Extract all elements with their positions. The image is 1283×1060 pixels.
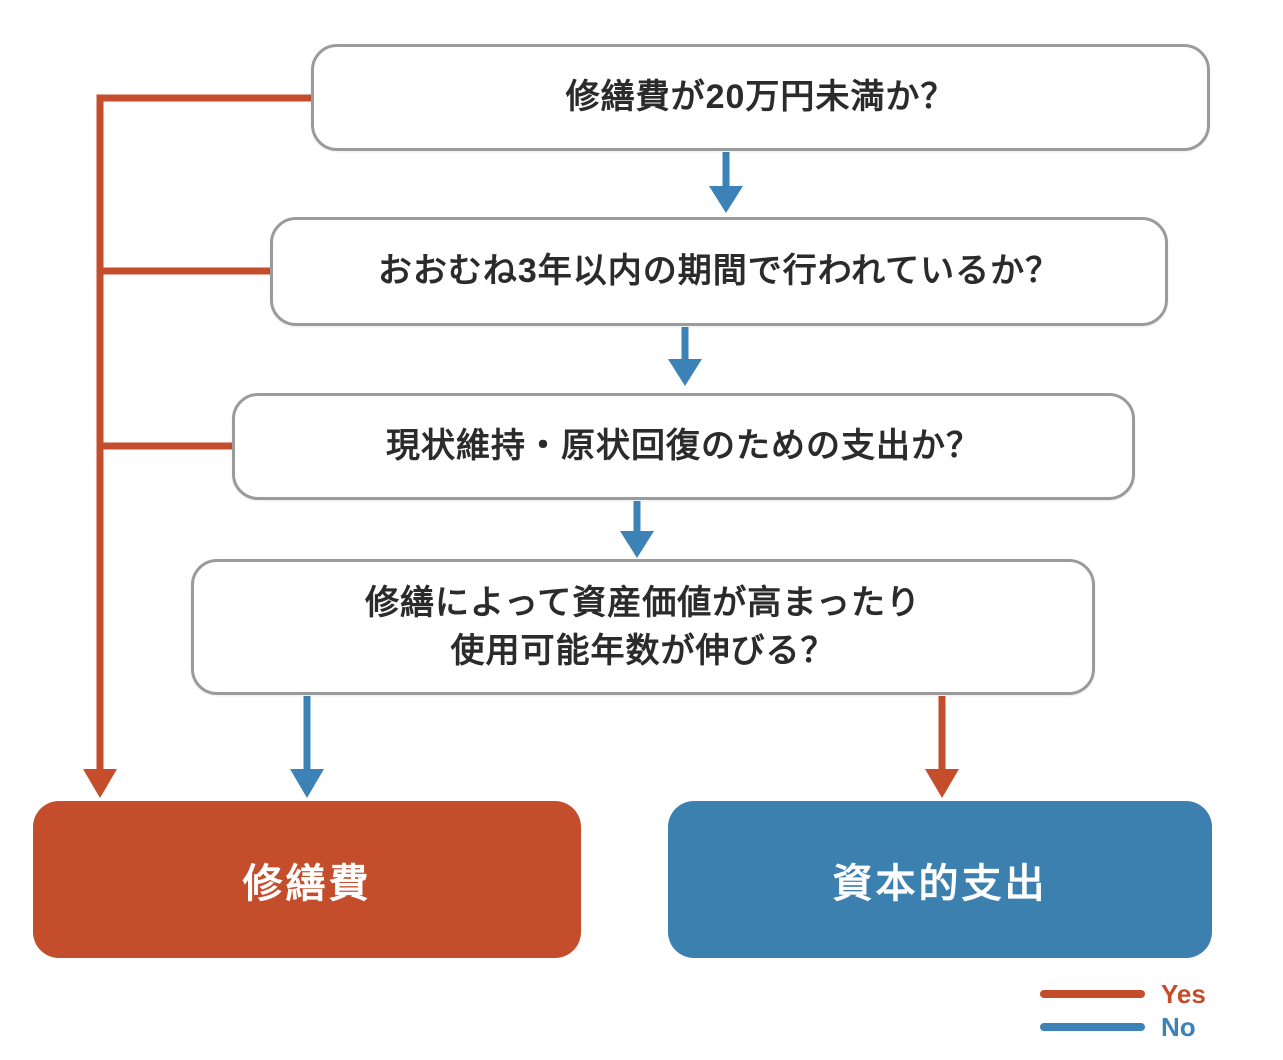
question-box-3: 現状維持・原状回復のための支出か？ (232, 393, 1135, 500)
yes-rail-arrowhead-icon (83, 769, 117, 798)
question-box-1: 修繕費が20万円未満か？ (311, 44, 1210, 151)
no-arrow-q3-q4-head-icon (620, 531, 654, 558)
question-text-3: 現状維持・原状回復のための支出か？ (386, 427, 981, 466)
question-box-2: おおむね3年以内の期間で行われているか？ (270, 217, 1168, 326)
result-box-repair-expense: 修繕費 (33, 801, 581, 958)
result-box-capital-expenditure: 資本的支出 (668, 801, 1212, 958)
result-label-repair-expense: 修繕費 (242, 861, 372, 906)
no-arrow-q4-repair-head-icon (290, 769, 324, 798)
question-box-4: 修繕によって資産価値が高まったり 使用可能年数が伸びる？ (191, 559, 1095, 695)
question-text-4-line1: 修繕によって資産価値が高まったり (365, 583, 921, 622)
legend: Yes No (1040, 981, 1206, 1040)
legend-no-line-icon (1040, 1023, 1145, 1031)
legend-yes-line-icon (1040, 990, 1145, 998)
legend-yes-label: Yes (1161, 979, 1206, 1009)
legend-row-yes: Yes (1040, 981, 1206, 1007)
question-text-2: おおむね3年以内の期間で行われているか？ (377, 252, 1061, 291)
result-label-capital-expenditure: 資本的支出 (832, 861, 1048, 906)
legend-row-no: No (1040, 1014, 1206, 1040)
question-text-4-line2: 使用可能年数が伸びる？ (450, 632, 836, 670)
no-arrow-q2-q3-head-icon (668, 359, 702, 386)
no-arrow-q1-q2-head-icon (709, 186, 743, 213)
yes-arrow-q4-capital-head-icon (925, 769, 959, 798)
question-text-1: 修繕費が20万円未満か？ (565, 78, 956, 117)
legend-no-label: No (1161, 1012, 1196, 1042)
